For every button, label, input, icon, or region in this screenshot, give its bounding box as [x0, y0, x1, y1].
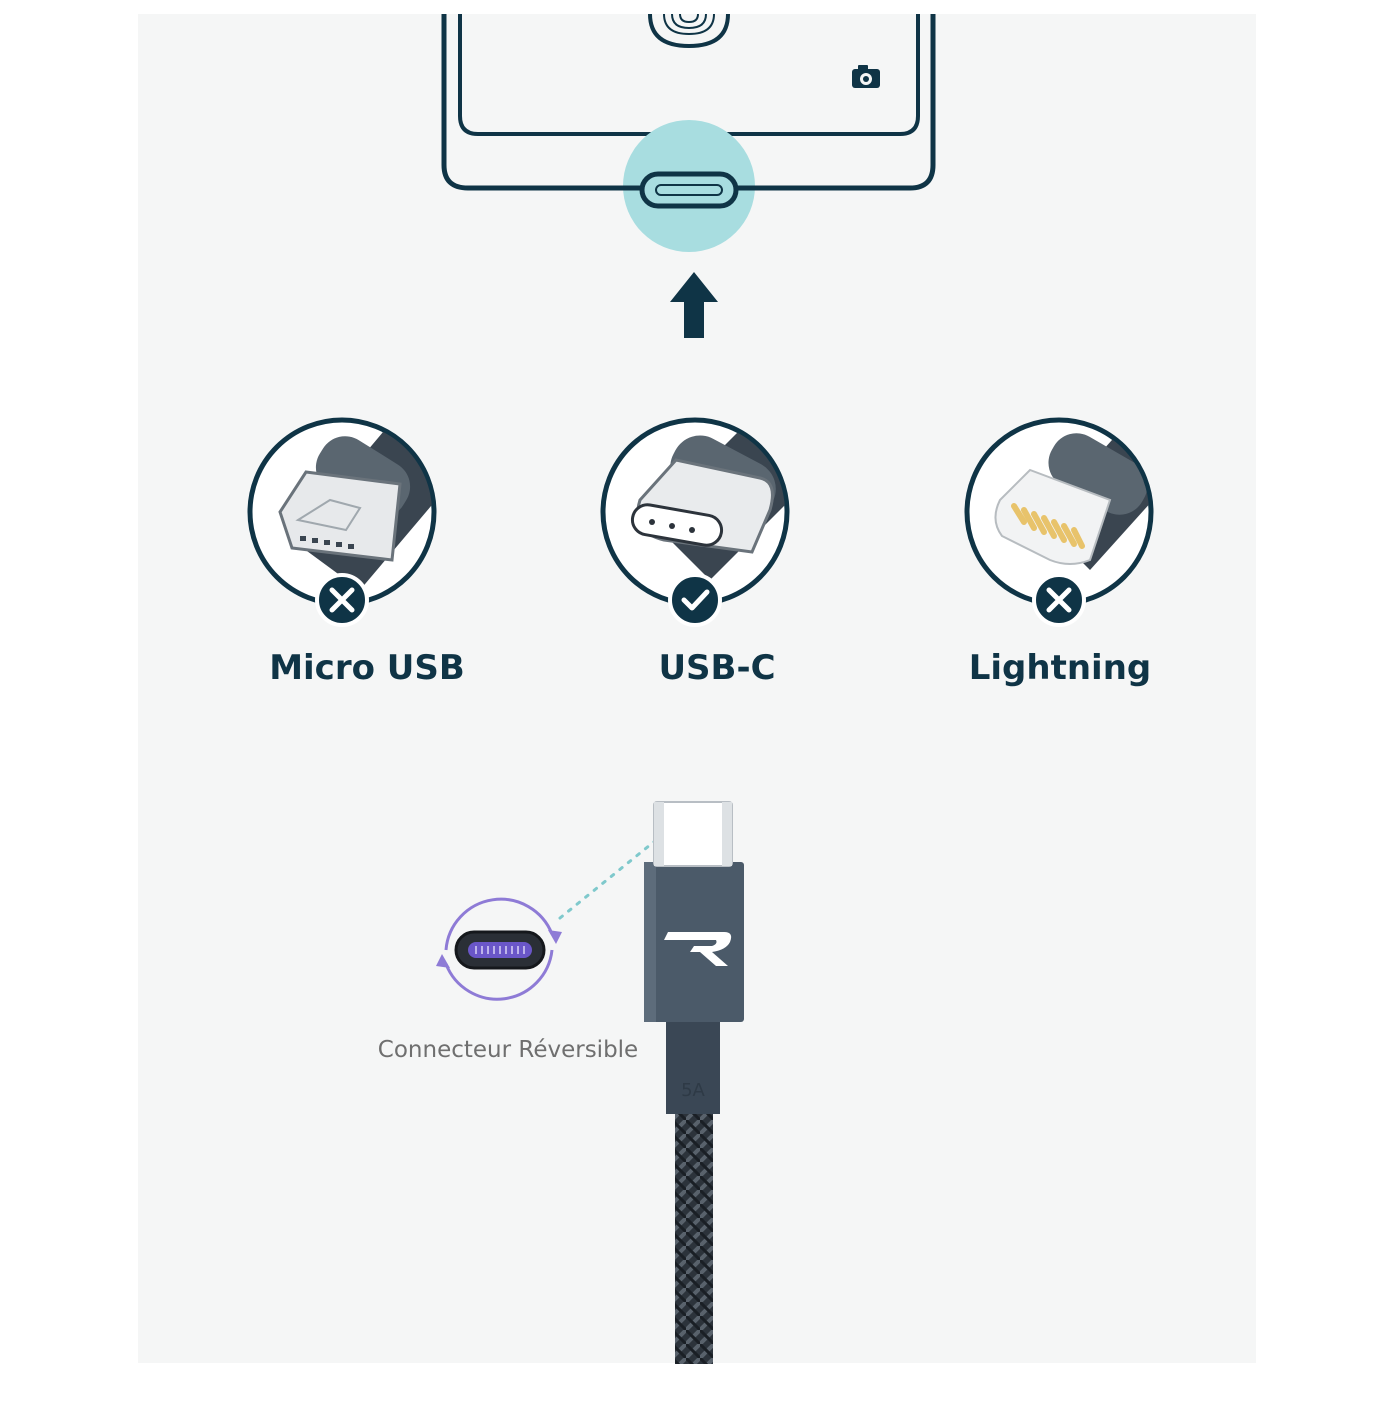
cable-rating-label: 5A [681, 1080, 705, 1101]
micro-usb-connector-badge [247, 417, 437, 627]
reversible-connector-illustration [436, 824, 676, 1001]
usb-c-cable [644, 801, 744, 1364]
insert-arrow-icon [670, 272, 718, 338]
connector-label-usb-c: USB-C [658, 648, 776, 688]
usb-c-connector-badge [600, 417, 790, 627]
brand-logo-icon [664, 932, 732, 966]
connector-label-micro-usb: Micro USB [269, 648, 465, 688]
check-icon [668, 573, 722, 627]
phone-usb-c-port-highlight [623, 120, 755, 252]
camera-icon [852, 65, 880, 88]
connector-label-lightning: Lightning [968, 648, 1152, 688]
fingerprint-icon [648, 13, 730, 49]
lightning-connector-badge [964, 417, 1154, 627]
reversible-connector-label: Connecteur Réversible [377, 1037, 639, 1063]
cross-icon [1032, 573, 1086, 627]
cross-icon [315, 573, 369, 627]
